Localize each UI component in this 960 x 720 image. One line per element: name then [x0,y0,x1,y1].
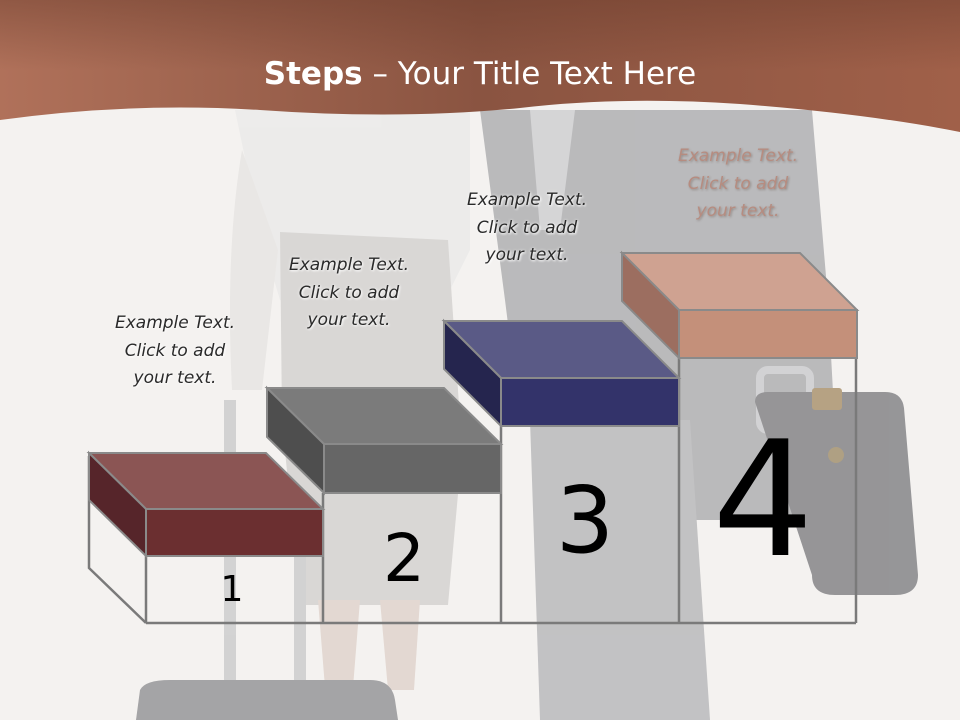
step-3-caption[interactable]: Example Text. Click to add your text. [427,187,627,270]
step-4-block [619,250,860,361]
step-2-caption-line: Click to add [298,282,400,303]
step-4-caption-line: Example Text. [677,146,799,166]
step-2-caption[interactable]: Example Text. Click to add your text. [249,252,449,335]
step-1-caption[interactable]: Example Text. Click to add your text. [75,310,275,393]
step-2-caption-line: Example Text. [288,255,410,275]
title-rest: – Your Title Text Here [362,56,697,92]
step-3-number: 3 [555,467,615,574]
step-4-number: 4 [712,406,814,593]
step-2-caption-line: your text. [307,310,391,330]
step-1-caption-line: your text. [133,368,217,388]
step-1-caption-line: Click to add [124,340,226,361]
step-4-caption[interactable]: Example Text. Click to add your text. [638,143,838,226]
step-1-block [86,450,326,559]
step-4-caption-line: your text. [696,201,780,221]
step-3-caption-line: Example Text. [466,190,588,210]
step-1-caption-line: Example Text. [114,313,236,333]
step-3-block [441,318,682,429]
title-bold: Steps [263,56,363,92]
step-1-number: 1 [220,569,244,610]
page-title[interactable]: Steps – Your Title Text Here [0,54,960,94]
step-3-caption-line: Click to add [476,217,578,238]
step-3-caption-line: your text. [485,245,569,265]
step-4-caption-line: Click to add [687,173,789,194]
step-2-number: 2 [383,520,425,597]
step-2-block [264,385,504,496]
